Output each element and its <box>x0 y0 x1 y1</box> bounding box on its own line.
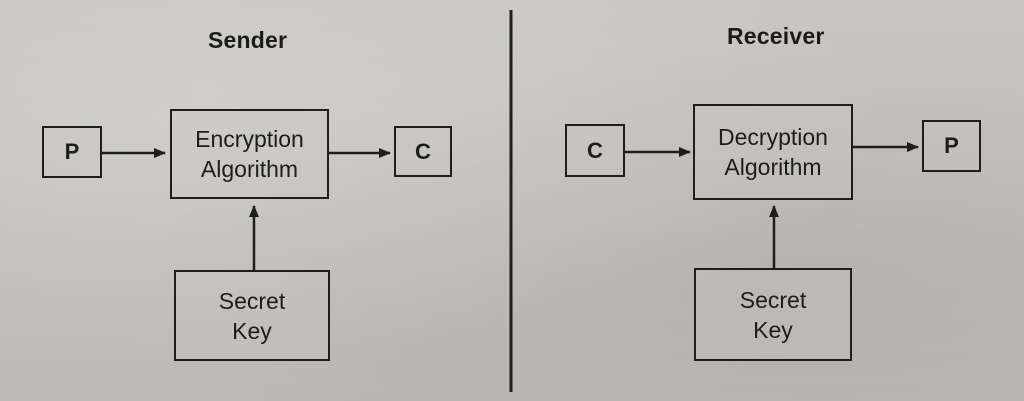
receiver-heading: Receiver <box>727 23 825 49</box>
encryption-algorithm-box: Encryption Algorithm <box>170 109 329 199</box>
sender-key-line1: Secret <box>218 287 286 314</box>
receiver-ciphertext-box: C <box>565 124 625 177</box>
decryption-algorithm-box: Decryption Algorithm <box>693 104 853 200</box>
decryption-line1: Decryption <box>718 124 828 150</box>
sender-ciphertext-label: C <box>415 138 431 164</box>
sender-secret-key-box: Secret Key <box>174 270 330 361</box>
receiver-plaintext-label: P <box>944 133 959 158</box>
sender-heading: Sender <box>208 27 288 53</box>
sender-ciphertext-box: C <box>394 126 452 177</box>
receiver-key-line2: Key <box>753 316 793 343</box>
sender-plaintext-label: P <box>64 139 80 164</box>
encryption-line1: Encryption <box>195 126 304 152</box>
encryption-line2: Algorithm <box>200 156 299 182</box>
decryption-line2: Algorithm <box>724 154 822 180</box>
receiver-secret-key-box: Secret Key <box>694 268 852 361</box>
receiver-ciphertext-label: C <box>587 137 603 163</box>
sender-plaintext-box: P <box>42 126 102 178</box>
receiver-key-line1: Secret <box>739 286 807 313</box>
receiver-plaintext-box: P <box>922 120 981 172</box>
sender-key-line2: Key <box>232 317 272 344</box>
